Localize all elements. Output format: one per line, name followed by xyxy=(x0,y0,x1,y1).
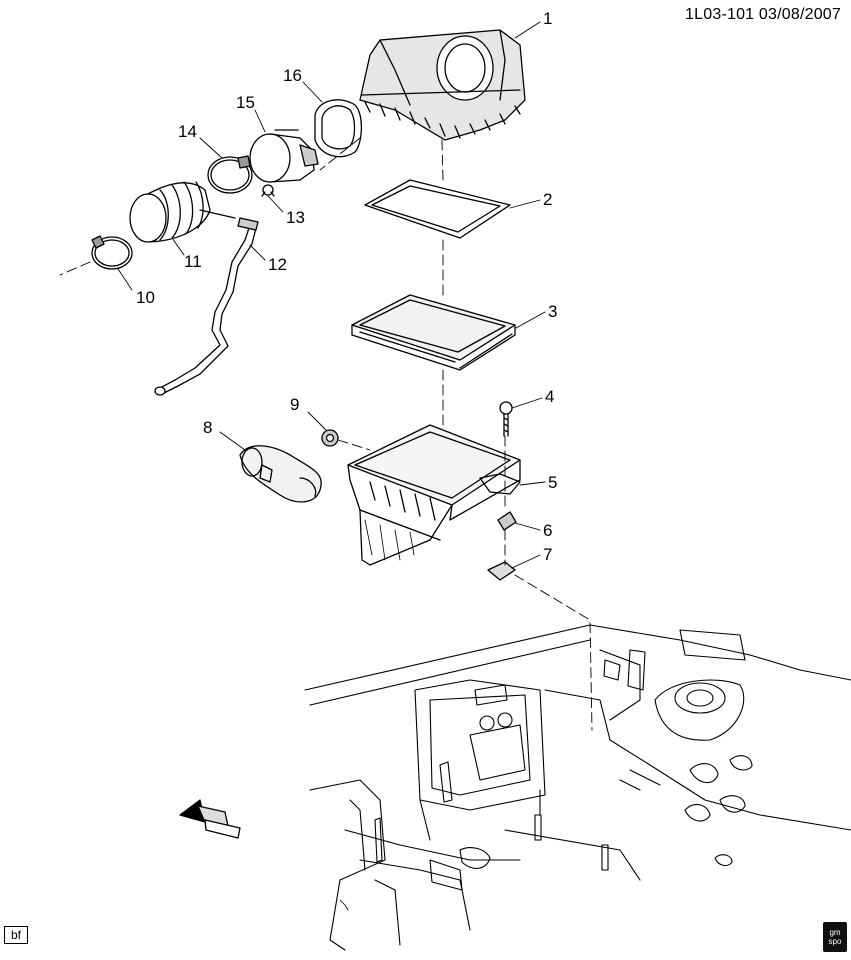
sensor-fastener xyxy=(261,184,275,197)
sensor-gasket xyxy=(314,99,363,158)
mounting-bolt xyxy=(499,401,513,437)
callout-14: 14 xyxy=(178,122,197,141)
diagram-reference: 1L03-101 03/08/2007 xyxy=(685,6,841,23)
callout-4: 4 xyxy=(545,387,554,406)
callout-5: 5 xyxy=(548,473,557,492)
assembly-centerlines xyxy=(59,137,593,731)
gm-spo-logo-icon: gm spo xyxy=(823,922,847,952)
callout-3: 3 xyxy=(548,302,557,321)
callout-11: 11 xyxy=(184,252,202,271)
callout-7: 7 xyxy=(543,545,552,564)
mounting-bracket xyxy=(487,561,516,581)
intake-duct xyxy=(239,445,322,503)
hose-clamp-inlet xyxy=(207,155,253,194)
callout-12: 12 xyxy=(268,255,287,274)
callout-10: 10 xyxy=(136,288,155,307)
callout-numbers: 1 2 3 4 5 6 7 8 9 10 11 12 13 14 15 16 xyxy=(136,9,557,564)
crankcase-vent-tube xyxy=(154,217,259,396)
callout-6: 6 xyxy=(543,521,552,540)
callout-1: 1 xyxy=(543,9,552,28)
air-cleaner-upper-housing xyxy=(359,29,526,141)
air-cleaner-lower-housing xyxy=(347,424,521,566)
small-grommet xyxy=(321,429,339,447)
callout-8: 8 xyxy=(203,418,212,437)
vehicle-body-structure xyxy=(304,624,851,951)
front-direction-arrow-icon xyxy=(179,799,241,839)
callout-2: 2 xyxy=(543,190,552,209)
air-filter-element xyxy=(351,294,516,371)
mass-airflow-sensor xyxy=(249,129,319,183)
callout-leaders xyxy=(117,21,546,569)
bf-label: bf xyxy=(4,926,28,944)
hose-clamp-outlet xyxy=(91,235,133,270)
bellows-hose xyxy=(129,181,236,243)
callout-16: 16 xyxy=(283,66,302,85)
callout-9: 9 xyxy=(290,395,299,414)
callout-13: 13 xyxy=(286,208,305,227)
callout-15: 15 xyxy=(236,93,255,112)
housing-seal xyxy=(364,179,511,239)
grommet xyxy=(497,511,517,531)
